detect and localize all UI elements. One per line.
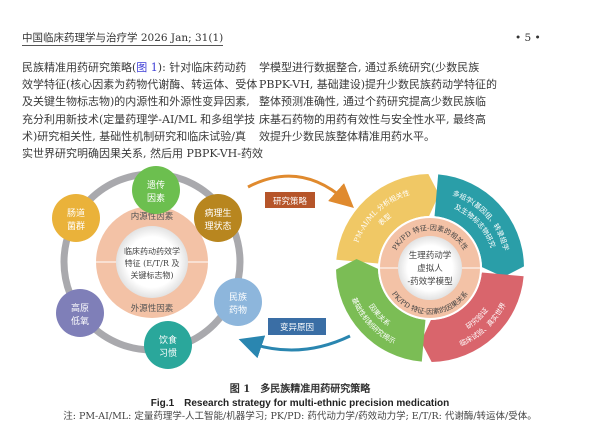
journal-header: 中国临床药理学与治疗学 2026 Jan; 31(1) — [22, 32, 224, 46]
strategy-label-box — [265, 192, 315, 208]
research-segment — [336, 174, 440, 264]
text-line: 床基石药物的用药有效性与安全性水平, 最终高 — [259, 112, 486, 126]
center-text: 生理药动学 — [409, 250, 452, 261]
text-line: 整体预测准确性, 通过个药研究提高少数民族临 — [259, 95, 486, 109]
factor-node-label: 理状态 — [204, 220, 231, 232]
factor-node-label: 习惯 — [159, 347, 177, 359]
page-number: • 5 • — [515, 32, 541, 44]
factor-node-label: 民族 — [229, 291, 247, 303]
text-line: 学模型进行数据整合, 通过系统研究(少数民族 — [259, 61, 480, 74]
factor-node-label: 饮食 — [159, 334, 177, 346]
caption-en: Fig.1 Research strategy for multi-ethnic… — [150, 398, 450, 409]
center-text: -药效学模型 — [407, 276, 453, 287]
factor-node-label: 肠道 — [67, 207, 85, 219]
research-segment — [420, 272, 524, 362]
strategy-arrow — [247, 174, 354, 208]
factor-node — [132, 166, 180, 214]
caption-cn: 图 1 多民族精准用药研究策略 — [229, 384, 371, 395]
variation-label-box — [268, 318, 326, 335]
text: ): 针对临床药动药 — [157, 61, 247, 74]
factor-node — [194, 194, 242, 242]
text-line: 充分利用新技术(定量药理学-AI/ML 和多组学技 — [22, 112, 256, 126]
research-segment — [336, 258, 426, 362]
factor-node-label: 遗传 — [147, 179, 165, 191]
text: 民族精准用药研究策略( — [22, 61, 137, 74]
text-line: 效学特征(核心因素为药物代谢酶、转运体、受体 — [22, 78, 258, 92]
left-column: 民族精准用药研究策略(图 1): 针对临床药动药 效学特征(核心因素为药物代谢酶… — [22, 59, 263, 162]
factor-node-label: 药物 — [229, 304, 247, 316]
factor-node-label: 高原 — [71, 302, 89, 314]
center-text: 关键标志物) — [130, 270, 173, 280]
factor-node — [52, 194, 100, 242]
text-line: 效提升少数民族整体精准用药水平。 — [259, 129, 435, 143]
center-text: 虚拟人 — [417, 263, 443, 274]
center-text: 特征 (E/T/R 及 — [125, 258, 180, 268]
right-column: 学模型进行数据整合, 通过系统研究(少数民族 PBPK-VH, 基础建设)提升少… — [259, 59, 497, 145]
variation-arrow — [238, 334, 351, 359]
factor-node-label: 低氧 — [71, 315, 89, 327]
figure-link[interactable]: 图 1 — [136, 61, 158, 74]
variation-label: 变异原因 — [280, 322, 314, 333]
figure-note: 注: PM-AI/ML: 定量药理学-人工智能/机器学习; PK/PD: 药代动… — [63, 411, 537, 422]
center-disk — [116, 226, 188, 298]
factor-node-label: 病理生 — [204, 207, 231, 219]
text-line: 及关键生物标志物)的内源性和外源性变异因素, — [22, 95, 250, 109]
inner-factor-label: 内源性因素 — [131, 211, 174, 222]
center-text: 临床药动药效学 — [124, 246, 180, 256]
factor-node — [214, 278, 262, 326]
text-line: 实世界研究明确因果关系, 然后用 PBPK-VH-药效 — [22, 147, 263, 161]
factor-node-label: 菌群 — [67, 220, 85, 232]
outer-factor-label: 外源性因素 — [131, 303, 174, 314]
factor-node — [56, 289, 104, 337]
strategy-label: 研究策略 — [273, 196, 308, 207]
text-line: 民族精准用药研究策略(图 1): 针对临床药动药 — [22, 59, 263, 76]
text-line: PBPK-VH, 基础建设)提升少数民族药动学特征的 — [259, 78, 498, 92]
factor-node — [144, 321, 192, 369]
text-line: 术)研究相关性, 基础性机制研究和临床试验/真 — [22, 129, 246, 143]
center-disk — [398, 236, 462, 300]
research-segment — [434, 174, 524, 278]
factor-node-label: 因素 — [147, 192, 165, 204]
